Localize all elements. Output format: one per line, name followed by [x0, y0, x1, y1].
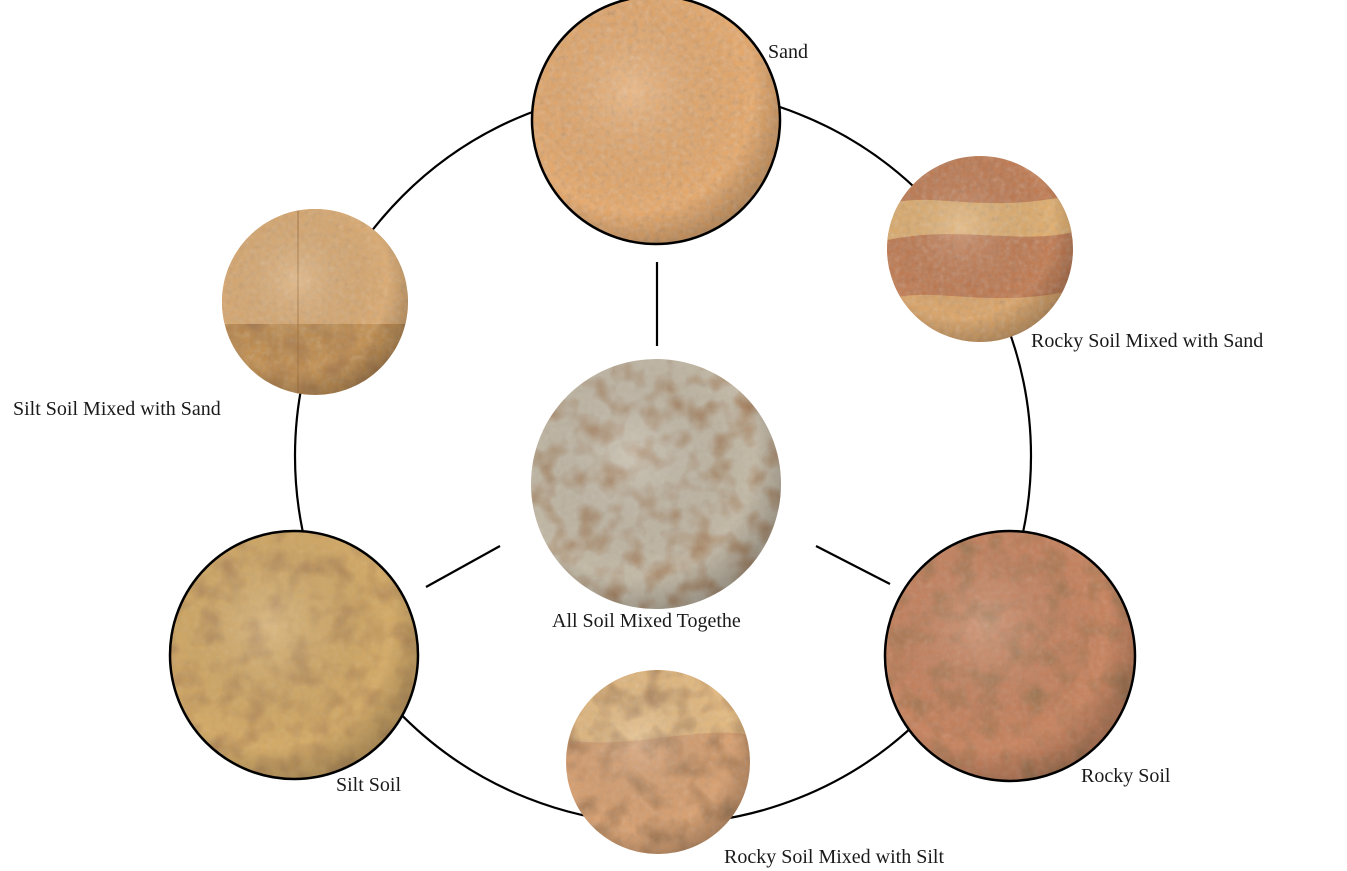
sample-image-sand: [532, 0, 780, 244]
center-label: All Soil Mixed Togethe: [552, 609, 741, 633]
sample-image-rocky-silt: [566, 670, 750, 854]
sample-label-rocky-soil: Rocky Soil: [1081, 764, 1170, 788]
sample-label-rocky-silt: Rocky Soil Mixed with Silt: [724, 845, 944, 869]
spoke-left: [426, 546, 500, 587]
sample-image-silt-soil: [170, 531, 418, 779]
spoke-right: [816, 546, 890, 584]
sample-label-silt-soil: Silt Soil: [336, 773, 401, 797]
sample-image-all-mixed: [531, 359, 781, 609]
sample-image-silt-sand: [222, 209, 408, 395]
sample-image-rocky-soil: [885, 531, 1135, 781]
sample-label-silt-sand: Silt Soil Mixed with Sand: [13, 397, 221, 421]
sample-label-rocky-sand: Rocky Soil Mixed with Sand: [1031, 329, 1263, 353]
sample-label-sand: Sand: [768, 40, 808, 64]
sample-image-rocky-sand: [887, 156, 1073, 342]
